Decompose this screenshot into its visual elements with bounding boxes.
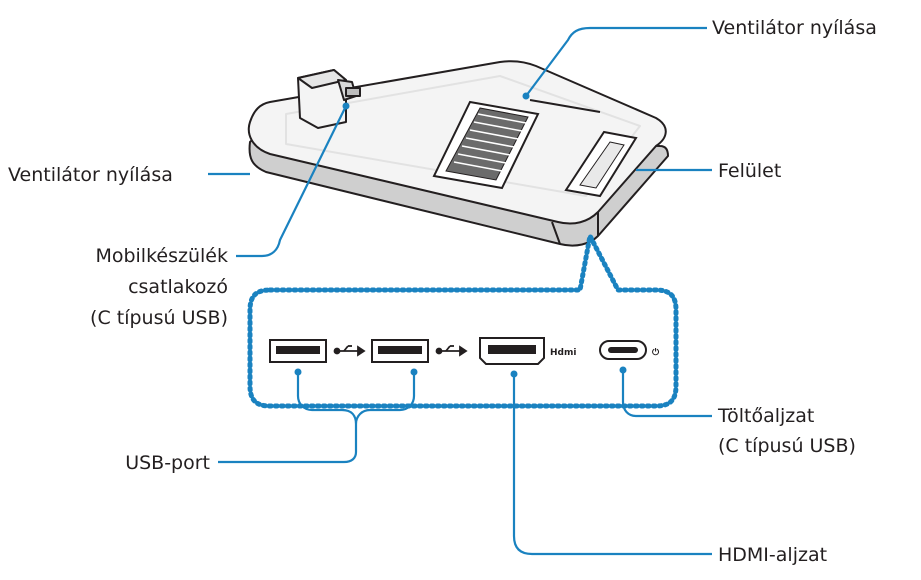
usb-symbol-icon xyxy=(333,345,366,357)
fan-vent-top xyxy=(432,100,540,190)
usb-symbol-icon xyxy=(435,345,468,357)
surface-groove xyxy=(564,130,638,198)
vent-mesh xyxy=(453,113,527,172)
mobile-connector-housing xyxy=(297,69,361,129)
label-hdmi-port: HDMI-aljzat xyxy=(718,544,827,566)
label-charging-port-line1: Töltőaljzat xyxy=(717,405,814,427)
leader-hdmi-port xyxy=(512,374,712,556)
label-mobile-connector-line2: csatlakozó xyxy=(128,276,228,298)
power-symbol-icon: ⏻ xyxy=(652,347,660,358)
label-charging-port-line2: (C típusú USB) xyxy=(718,435,856,457)
hdmi-logo-icon: Hdmi xyxy=(550,348,576,358)
label-mobile-connector-line3: (C típusú USB) xyxy=(90,307,228,329)
leader-charging-port xyxy=(621,370,712,418)
label-usb-port: USB-port xyxy=(125,452,210,474)
device-front-lip xyxy=(551,212,599,245)
leader-lines xyxy=(208,26,712,556)
label-fan-top: Ventilátor nyílása xyxy=(712,17,877,39)
label-surface: Felület xyxy=(718,160,781,182)
hdmi-port xyxy=(479,337,545,365)
usb-a-port-1 xyxy=(269,339,327,363)
leader-usb-port xyxy=(218,372,416,464)
leader-fan-top xyxy=(525,26,707,97)
label-fan-left: Ventilátor nyílása xyxy=(8,164,173,186)
label-mobile-connector-line1: Mobilkészülék xyxy=(95,245,228,267)
port-callout-bubble xyxy=(247,228,679,409)
leader-mobile-connector xyxy=(236,105,347,258)
usb-a-port-2 xyxy=(371,339,429,363)
fan-top-edge-line xyxy=(529,99,601,113)
usb-c-charging-port xyxy=(599,340,647,360)
